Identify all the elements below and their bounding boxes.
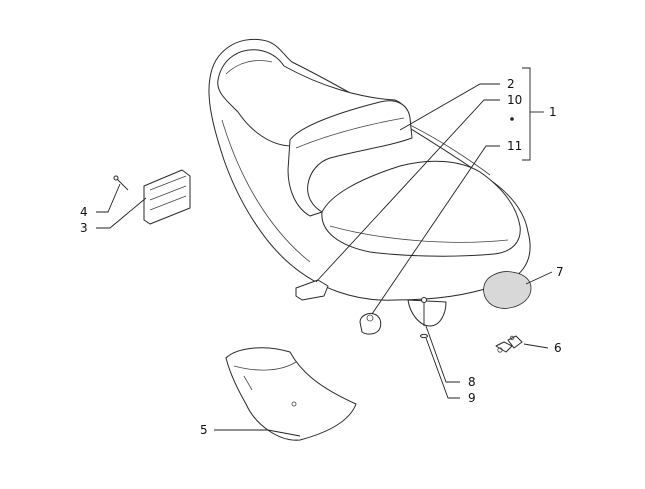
- part-3-bracket: [143, 169, 191, 225]
- callout-10: 10: [507, 93, 522, 107]
- part-4-screw: [113, 175, 129, 191]
- part-9-washer: [420, 333, 428, 339]
- part-10-bump-stop: [359, 313, 382, 335]
- leader-lines: [96, 67, 553, 437]
- seat-underside-mount: [407, 299, 447, 327]
- callout-8: 8: [468, 375, 476, 389]
- callout-7: 7: [556, 265, 564, 279]
- part-5-storage-liner: [225, 347, 357, 441]
- callout-2: 2: [507, 77, 515, 91]
- callout-1: 1: [549, 105, 557, 119]
- seat-assembly: [208, 38, 531, 327]
- callout-3: 3: [80, 221, 88, 235]
- part-8-screw: [421, 297, 427, 326]
- callout-4: 4: [80, 205, 88, 219]
- seat-front-cushion: [321, 160, 521, 257]
- part-7-foam-pad: [483, 271, 532, 309]
- seat-backrest: [287, 100, 413, 217]
- part-2-rubber-pad: [295, 279, 329, 301]
- part-6-clip: [495, 335, 523, 353]
- callout-9: 9: [468, 391, 476, 405]
- part-11-marker-dot: [510, 117, 514, 121]
- callout-11: 11: [507, 139, 522, 153]
- callout-5: 5: [200, 423, 208, 437]
- callout-6: 6: [554, 341, 562, 355]
